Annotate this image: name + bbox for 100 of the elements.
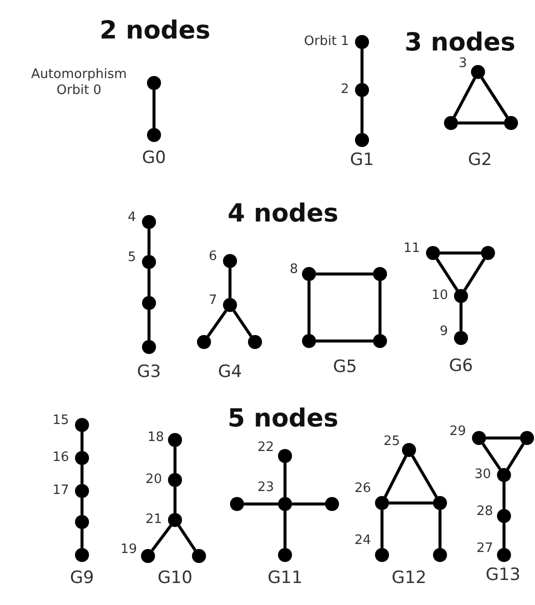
vertex-dot	[472, 431, 486, 445]
graph-edge	[151, 524, 172, 552]
vertex-dot	[192, 549, 206, 563]
orbit-label: 6	[208, 248, 217, 266]
orbit-label: 11	[403, 240, 420, 258]
graph-edge	[80, 432, 84, 451]
vertex-dot	[481, 246, 495, 260]
vertex-dot	[75, 418, 89, 432]
vertex-dot	[75, 484, 89, 498]
graph-edge	[438, 510, 442, 548]
graph-edge	[480, 77, 508, 118]
graph-edge	[452, 77, 476, 118]
graph-name: G6	[449, 356, 473, 376]
graph-edge	[284, 463, 286, 497]
graph-edge	[80, 529, 84, 548]
orbit-label: 23	[257, 480, 274, 496]
graph-edge	[502, 482, 506, 509]
graph-edge	[148, 269, 150, 296]
orbit-label: 28	[476, 504, 493, 520]
vertex-dot	[142, 296, 156, 310]
graph-edge	[178, 525, 196, 551]
orbit-label: 29	[449, 424, 466, 440]
graph-edge	[174, 487, 176, 513]
graph-edge	[486, 436, 520, 440]
graph-edge	[148, 310, 150, 340]
vertex-dot	[471, 65, 485, 79]
orbit-label: 20	[145, 472, 162, 488]
orbit-label: 19	[120, 542, 137, 558]
vertex-dot	[147, 76, 161, 90]
graph-edge	[360, 97, 364, 133]
orbit-label: 15	[52, 412, 69, 430]
vertex-dot	[197, 335, 211, 349]
orbit-label: 25	[383, 434, 400, 450]
vertex-dot	[373, 334, 387, 348]
graph-name: G10	[158, 568, 192, 588]
graph-edge	[316, 272, 373, 276]
orbit-label: 10	[431, 288, 448, 304]
graph-edge	[244, 502, 278, 506]
vertex-dot	[504, 116, 518, 130]
graph-name: G4	[218, 362, 242, 382]
vertex-dot	[355, 83, 369, 97]
section-heading: 4 nodes	[228, 198, 338, 228]
graph-name: G9	[70, 568, 94, 588]
vertex-dot	[223, 298, 237, 312]
vertex-dot	[302, 334, 316, 348]
graph-name: G3	[137, 362, 161, 382]
graph-edge	[316, 340, 373, 342]
orbit-label: 7	[208, 292, 217, 310]
vertex-dot	[168, 513, 182, 527]
orbit-label: 22	[257, 440, 274, 456]
vertex-dot	[497, 468, 511, 482]
graph-edge	[378, 281, 382, 334]
graph-edge	[502, 523, 506, 548]
vertex-dot	[142, 255, 156, 269]
graph-edge	[148, 229, 150, 255]
graph-edge	[228, 268, 232, 298]
orbit-label: 3	[458, 56, 467, 72]
vertex-dot	[325, 497, 339, 511]
orbit-label: 2	[340, 82, 349, 98]
vertex-dot	[75, 515, 89, 529]
graph-name: G13	[486, 565, 520, 585]
graph-edge	[174, 447, 176, 473]
vertex-dot	[375, 496, 389, 510]
vertex-dot	[223, 254, 237, 268]
graph-edge	[284, 511, 286, 548]
graph-edge	[80, 465, 84, 484]
vertex-dot	[168, 433, 182, 447]
orbit-label: 27	[476, 540, 493, 558]
section-heading: 3 nodes	[404, 28, 516, 56]
orbit-label: 17	[52, 482, 69, 500]
vertex-dot	[142, 215, 156, 229]
vertex-dot	[444, 116, 458, 130]
vertex-dot	[454, 331, 468, 345]
vertex-dot	[497, 548, 511, 562]
vertex-dot	[75, 451, 89, 465]
orbit-label: Automorphism Orbit 0	[30, 66, 128, 100]
vertex-dot	[373, 267, 387, 281]
graph-name: G12	[392, 568, 426, 588]
orbit-label: 21	[145, 512, 162, 528]
graph-edge	[206, 310, 228, 338]
orbit-label: 18	[147, 430, 164, 446]
vertex-dot	[302, 267, 316, 281]
graph-edge	[380, 510, 384, 548]
graph-edge	[80, 498, 84, 515]
vertex-dot	[426, 246, 440, 260]
graph-edge	[436, 258, 458, 291]
orbit-label: 30	[474, 466, 491, 484]
vertex-dot	[355, 35, 369, 49]
vertex-dot	[278, 548, 292, 562]
vertex-dot	[278, 449, 292, 463]
graph-edge	[460, 303, 462, 331]
orbit-label: 16	[52, 450, 69, 466]
vertex-dot	[433, 496, 447, 510]
graph-edge	[411, 455, 438, 498]
graph-edge	[482, 442, 502, 470]
orbit-label: 8	[290, 262, 298, 278]
graph-name: G11	[268, 568, 302, 588]
vertex-dot	[520, 431, 534, 445]
vertex-dot	[168, 473, 182, 487]
vertex-dot	[142, 340, 156, 354]
